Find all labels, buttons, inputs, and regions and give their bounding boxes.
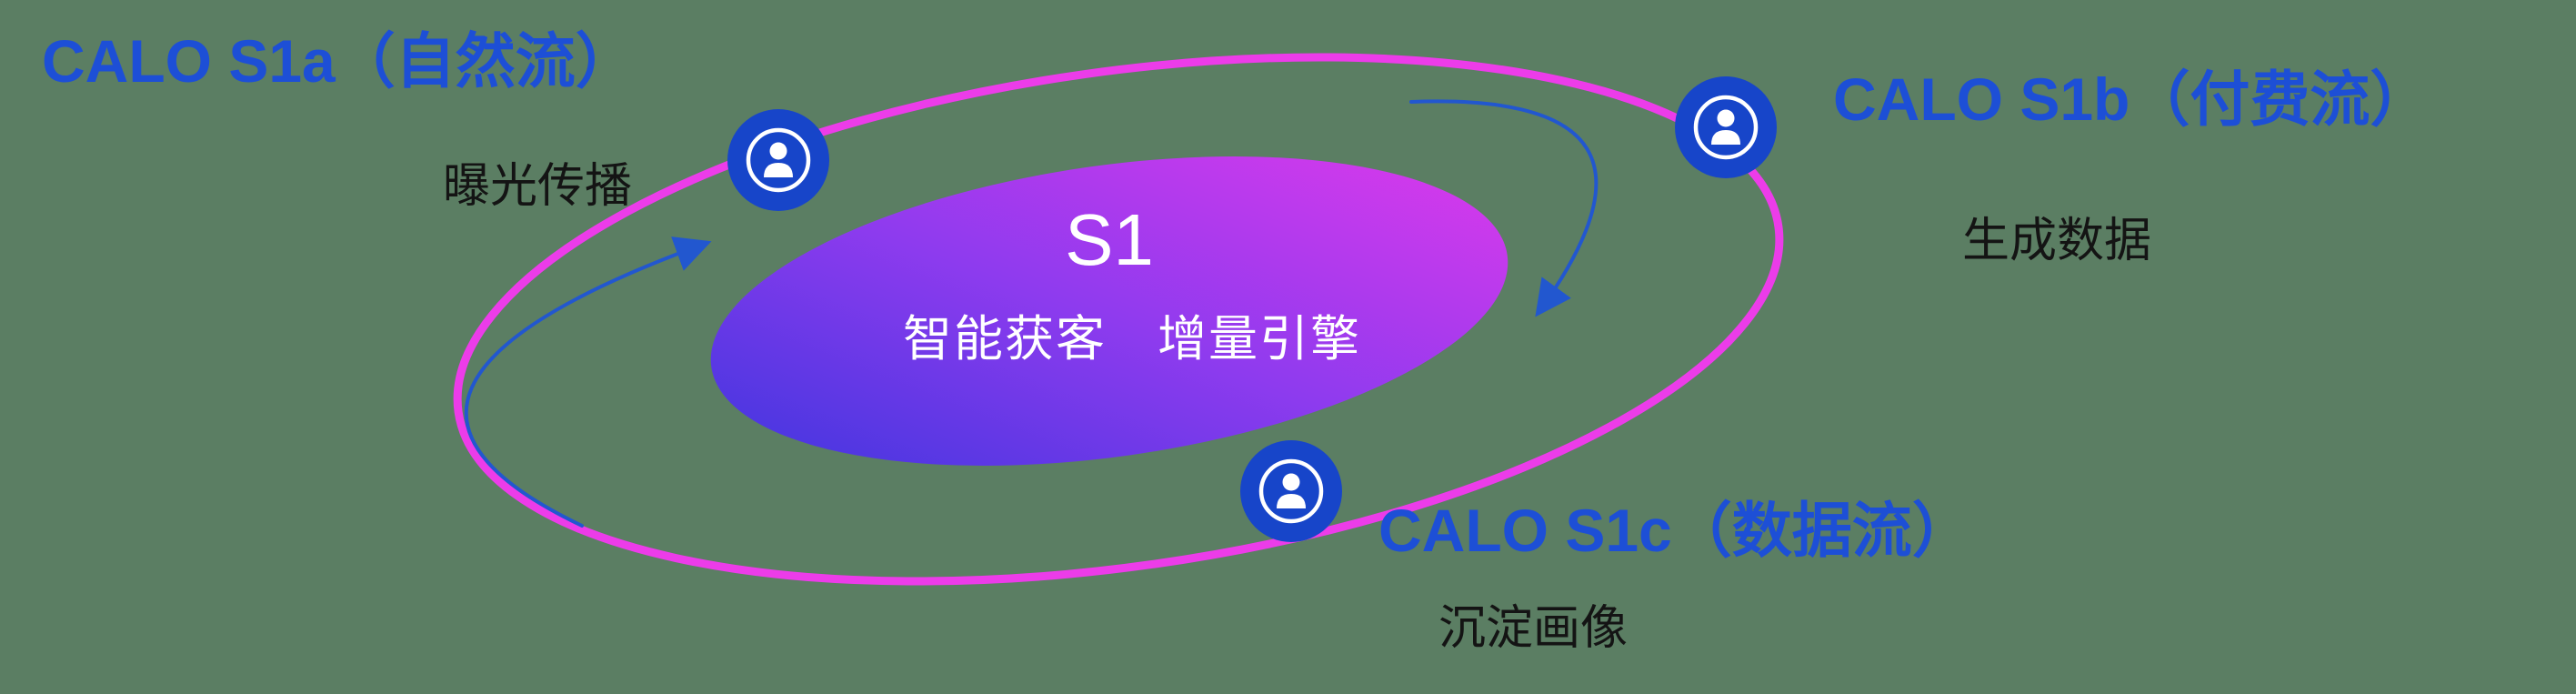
user-in-circle-icon [1258,458,1324,524]
core-ellipse [710,156,1509,466]
flow-arrow-left-icon [464,236,712,528]
orbit-ring [453,53,1784,586]
label-s1b-title: CALO S1b（付费流） [1833,65,2431,133]
label-s1b-subtitle: 生成数据 [1962,215,2152,267]
user-node-s1b [1675,76,1777,178]
flow-arrow-right-icon [1409,99,1599,317]
core-subtitle: 智能获客 增量引擎 [903,312,1361,367]
user-in-circle-icon [746,127,811,193]
label-s1c-title: CALO S1c（数据流） [1378,497,1972,564]
user-node-s1c [1240,440,1342,542]
label-s1a-title: CALO S1a（自然流） [42,27,636,95]
user-in-circle-icon [1693,95,1759,160]
label-s1a-subtitle: 曝光传播 [443,160,633,213]
user-node-s1a [727,109,829,211]
label-s1c-subtitle: 沉淀画像 [1438,602,1629,655]
core-title: S1 [1065,199,1154,280]
